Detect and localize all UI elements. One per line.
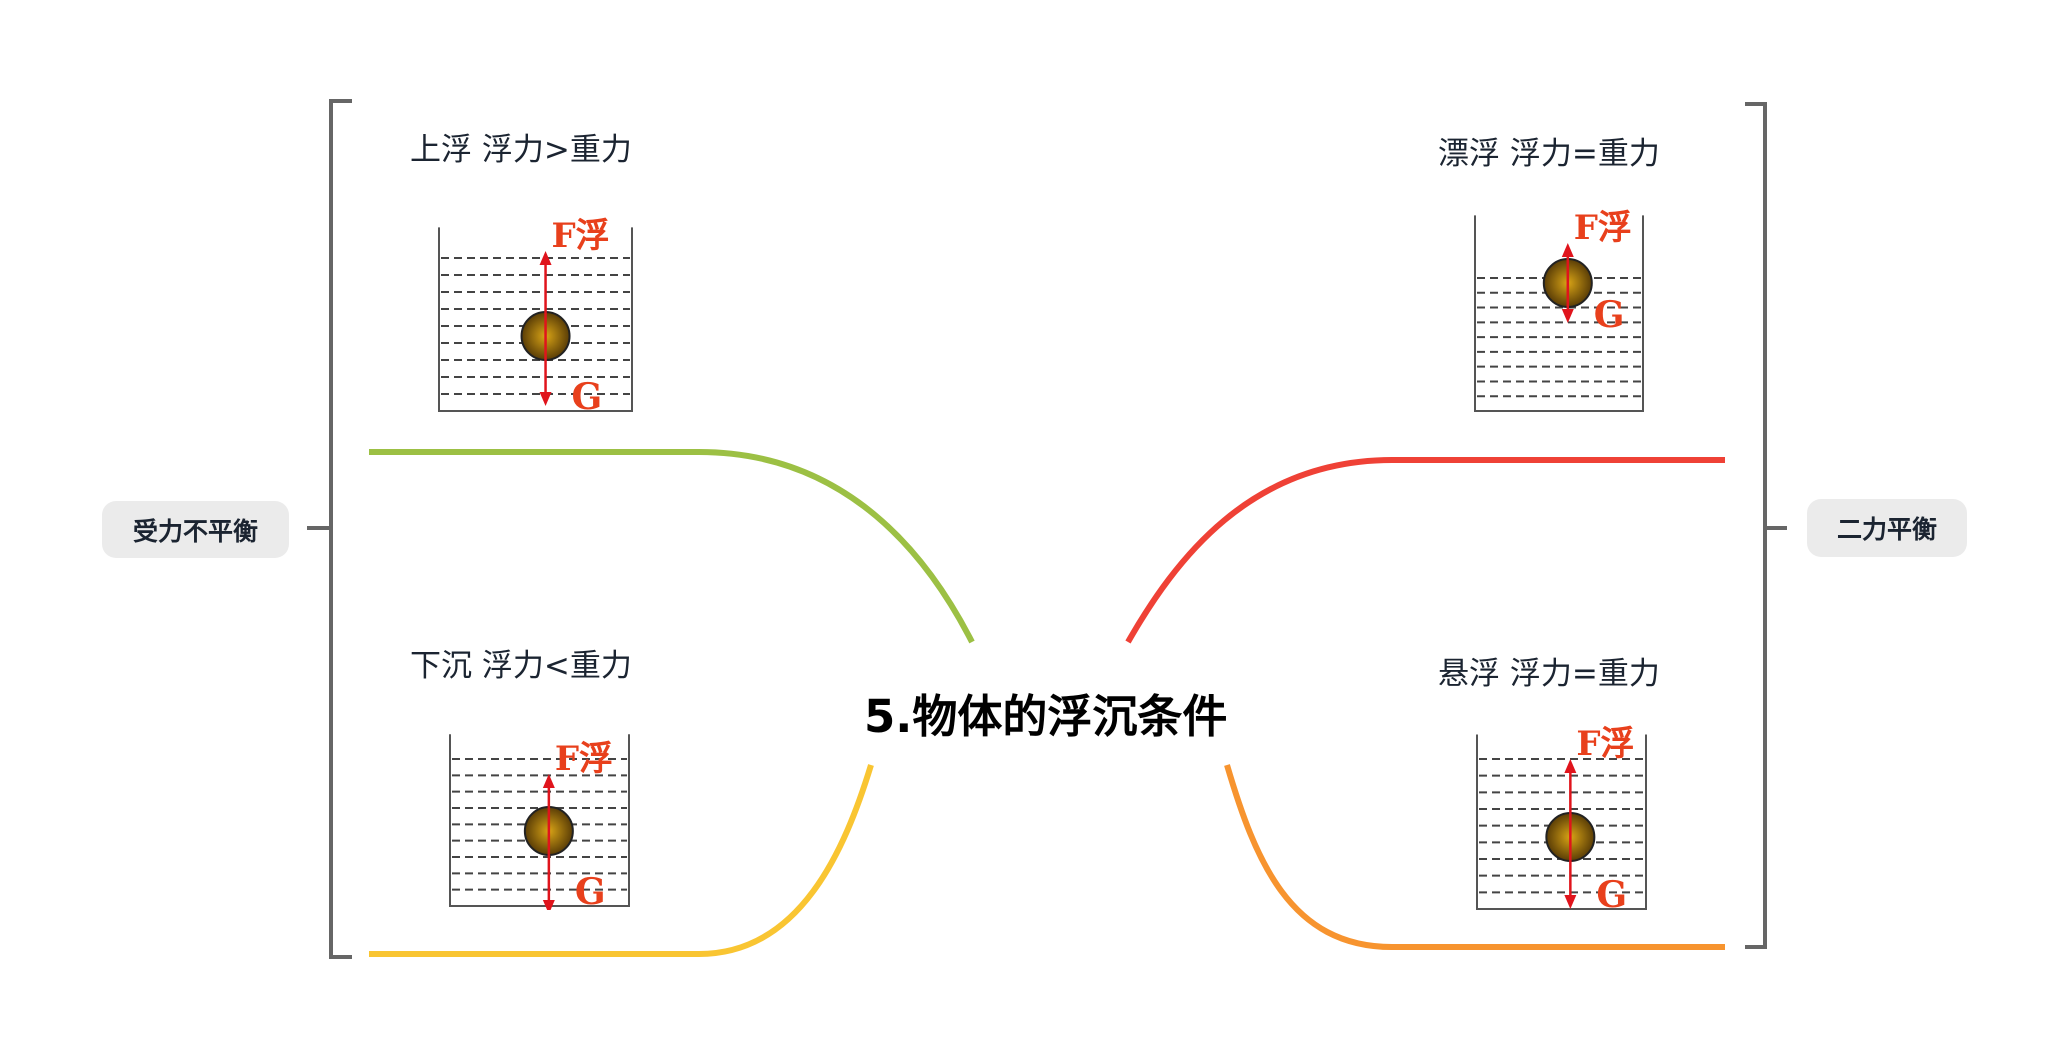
buoyancy-label: F浮 <box>1576 724 1634 764</box>
branch-line-float <box>1125 457 1725 644</box>
arrow-up-icon <box>542 774 555 788</box>
gravity-label: G <box>575 871 606 910</box>
arrow-down-icon <box>542 900 555 910</box>
buoyancy-label: F浮 <box>1574 208 1632 248</box>
branch-line-rise <box>369 449 975 644</box>
gravity-label: G <box>572 376 603 415</box>
right-bracket <box>1745 102 1787 949</box>
beaker-figure-float: F浮 G <box>1474 208 1644 412</box>
beaker-outline <box>1476 734 1647 910</box>
group-label-unbalanced[interactable]: 受力不平衡 <box>102 501 289 558</box>
arrow-up-icon <box>1561 243 1574 257</box>
beaker-figure-suspend: F浮 G <box>1476 724 1647 913</box>
left-bracket <box>307 99 352 959</box>
beaker-outline <box>449 734 630 907</box>
arrow-up-icon <box>539 251 552 265</box>
topic-suspend[interactable]: 悬浮 浮力=重力 <box>1438 656 1660 692</box>
group-label-balanced[interactable]: 二力平衡 <box>1807 499 1967 557</box>
branch-line-sink <box>369 764 874 957</box>
arrow-up-icon <box>1564 759 1577 773</box>
group-label-text: 受力不平衡 <box>132 516 258 546</box>
beaker-figure-sink: F浮 G <box>449 734 630 910</box>
topic-sink[interactable]: 下沉 浮力<重力 <box>410 648 632 684</box>
branch-line-suspend <box>1224 764 1725 950</box>
beaker-outline <box>1474 215 1644 412</box>
central-topic[interactable]: 5.物体的浮沉条件 <box>860 680 1232 745</box>
buoyancy-label: F浮 <box>555 739 613 779</box>
gravity-label: G <box>1594 294 1625 336</box>
gravity-label: G <box>1596 874 1627 913</box>
arrow-down-icon <box>539 392 552 406</box>
group-label-text: 二力平衡 <box>1836 515 1937 544</box>
buoyancy-label: F浮 <box>552 216 610 256</box>
topic-float[interactable]: 漂浮 浮力=重力 <box>1438 136 1660 172</box>
arrow-down-icon <box>1564 895 1577 909</box>
beaker-outline <box>438 227 633 412</box>
topic-rise[interactable]: 上浮 浮力>重力 <box>410 132 632 168</box>
beaker-figure-rise: F浮 G <box>438 216 633 415</box>
arrow-down-icon <box>1561 309 1574 323</box>
